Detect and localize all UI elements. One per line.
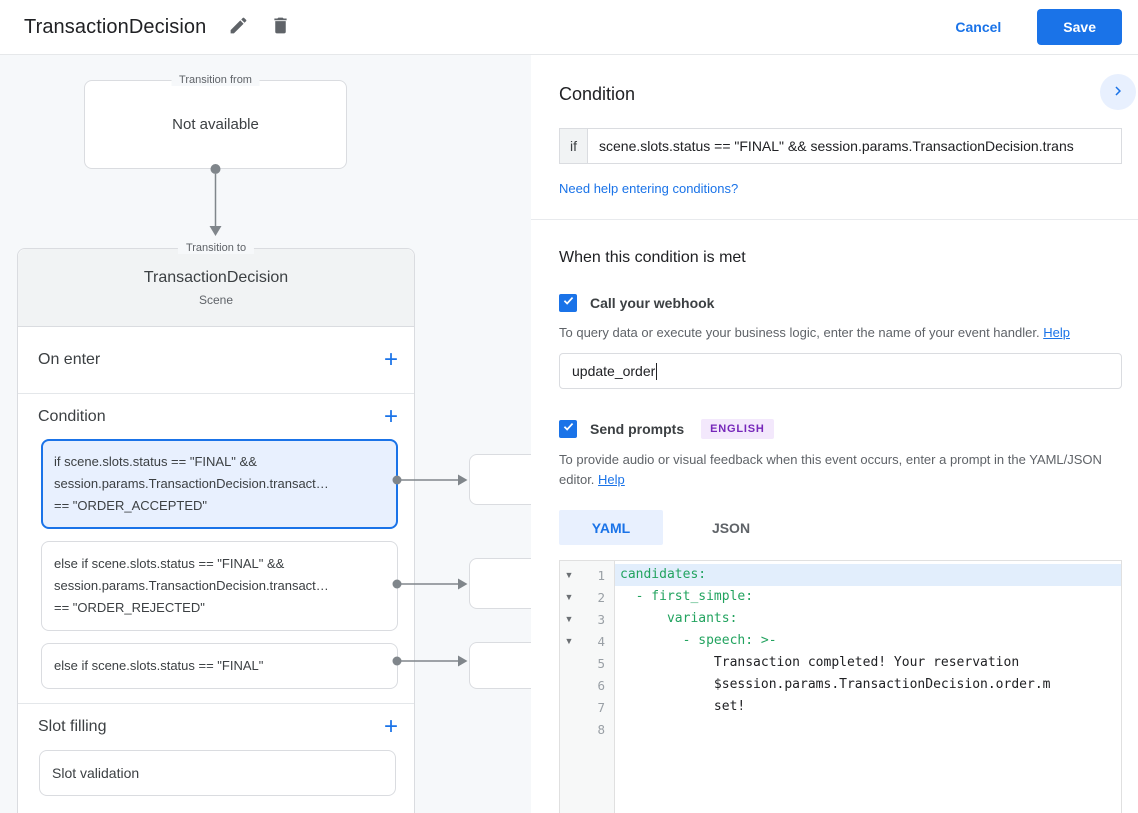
edit-button[interactable]	[224, 13, 252, 41]
condition-detail-panel: Condition if Need help entering conditio…	[531, 55, 1138, 813]
prompts-description: To provide audio or visual feedback when…	[559, 450, 1122, 490]
scene-diagram-panel: Transition from Not available Transition…	[0, 55, 531, 813]
page-title: TransactionDecision	[24, 15, 207, 38]
transition-target-node[interactable]	[469, 454, 531, 505]
transition-to-card: Transition to TransactionDecision Scene …	[17, 242, 415, 813]
line-number: 6	[597, 677, 605, 693]
code-line: - first_simple:	[620, 589, 754, 604]
condition-text-line: session.params.TransactionDecision.trans…	[54, 476, 329, 491]
line-number: 2	[597, 589, 605, 605]
cancel-button[interactable]: Cancel	[955, 19, 1002, 35]
slot-validation-item[interactable]: Slot validation	[39, 750, 396, 796]
pencil-icon	[228, 15, 249, 39]
slot-filling-section-header: Slot filling +	[18, 704, 414, 750]
line-number: 7	[597, 699, 605, 715]
condition-item-rejected[interactable]: else if scene.slots.status == "FINAL" &&…	[41, 541, 398, 631]
code-line: - speech: >-	[620, 633, 777, 648]
webhook-description-text: To query data or execute your business l…	[559, 325, 1040, 340]
editor-code-area[interactable]: candidates: - first_simple: variants: - …	[615, 561, 1121, 813]
line-number: 8	[597, 721, 605, 737]
fold-arrow-icon[interactable]: ▼	[564, 636, 574, 646]
send-prompts-label: Send prompts	[590, 421, 685, 437]
save-button[interactable]: Save	[1037, 9, 1122, 45]
webhook-handler-input[interactable]: update_order	[559, 353, 1122, 389]
condition-section-label: Condition	[38, 407, 106, 425]
line-number: 5	[597, 655, 605, 671]
when-condition-heading: When this condition is met	[559, 249, 746, 266]
editor-tabs: YAML JSON	[559, 510, 1122, 545]
webhook-help-link[interactable]: Help	[1043, 325, 1070, 340]
chevron-right-icon	[1109, 82, 1127, 103]
transition-target-node[interactable]	[469, 558, 531, 609]
condition-item-final[interactable]: else if scene.slots.status == "FINAL"	[41, 643, 398, 689]
condition-text-line: == "ORDER_REJECTED"	[54, 600, 205, 615]
on-enter-section: On enter +	[18, 327, 414, 394]
condition-text-line: if scene.slots.status == "FINAL" &&	[54, 454, 257, 469]
condition-text-line: else if scene.slots.status == "FINAL" &&	[54, 556, 285, 571]
code-line: Transaction completed! Your reservation	[620, 655, 1020, 670]
tab-yaml[interactable]: YAML	[559, 510, 663, 545]
line-number: 3	[597, 611, 605, 627]
conditions-help-link[interactable]: Need help entering conditions?	[559, 181, 739, 196]
call-webhook-checkbox[interactable]	[559, 294, 577, 312]
fold-arrow-icon[interactable]: ▼	[564, 592, 574, 602]
scene-name: TransactionDecision	[143, 269, 289, 286]
line-number: 4	[597, 633, 605, 649]
line-number: 1	[597, 567, 605, 583]
add-slot-button[interactable]: +	[383, 713, 398, 740]
code-line: candidates:	[615, 564, 1121, 586]
add-on-enter-button[interactable]: +	[383, 346, 398, 373]
transition-to-legend: Transition to	[177, 242, 255, 254]
transition-from-value: Not available	[172, 116, 259, 133]
condition-item-accepted[interactable]: if scene.slots.status == "FINAL" && sess…	[41, 439, 398, 529]
if-prefix-label: if	[559, 128, 588, 164]
on-enter-label: On enter	[38, 351, 101, 368]
transition-from-legend: Transition from	[171, 74, 260, 86]
webhook-handler-value: update_order	[572, 363, 656, 379]
webhook-description: To query data or execute your business l…	[559, 323, 1122, 343]
add-condition-button[interactable]: +	[383, 402, 398, 430]
collapse-panel-button[interactable]	[1100, 74, 1136, 110]
code-line: set!	[620, 699, 746, 714]
call-webhook-label: Call your webhook	[590, 295, 715, 311]
condition-text-line: session.params.TransactionDecision.trans…	[54, 578, 329, 593]
transition-from-box: Transition from Not available	[84, 74, 347, 169]
check-icon	[562, 294, 575, 312]
language-badge: ENGLISH	[701, 419, 774, 439]
yaml-editor[interactable]: ▼ 1 ▼ 2 ▼ 3 ▼ 4 5 6 7 8 candidates: - first_…	[559, 560, 1122, 813]
scene-type-label: Scene	[198, 293, 234, 307]
fold-arrow-icon[interactable]: ▼	[564, 570, 574, 580]
section-divider	[18, 703, 414, 704]
check-icon	[562, 420, 575, 438]
slot-filling-label: Slot filling	[38, 718, 107, 735]
condition-text-line: else if scene.slots.status == "FINAL"	[54, 658, 264, 673]
trash-icon	[270, 15, 291, 39]
delete-button[interactable]	[266, 13, 294, 41]
scene-card-header: TransactionDecision Scene	[18, 249, 414, 327]
send-prompts-checkbox[interactable]	[559, 420, 577, 438]
transition-target-node[interactable]	[469, 642, 531, 689]
condition-section-header: Condition +	[18, 394, 414, 439]
prompts-help-link[interactable]: Help	[598, 472, 625, 487]
code-line: variants:	[620, 611, 738, 626]
fold-arrow-icon[interactable]: ▼	[564, 614, 574, 624]
panel-divider	[531, 219, 1138, 220]
panel-title: Condition	[559, 83, 636, 104]
condition-text-line: == "ORDER_ACCEPTED"	[54, 498, 207, 513]
editor-gutter: ▼ 1 ▼ 2 ▼ 3 ▼ 4 5 6 7 8	[560, 561, 615, 813]
code-line	[615, 718, 1121, 740]
code-line: $session.params.TransactionDecision.orde…	[620, 677, 1051, 692]
top-bar: TransactionDecision Cancel Save	[0, 0, 1138, 55]
prompts-description-text: To provide audio or visual feedback when…	[559, 452, 1102, 487]
tab-json[interactable]: JSON	[679, 510, 783, 545]
condition-expression-input[interactable]	[588, 128, 1122, 164]
text-caret	[656, 362, 658, 380]
